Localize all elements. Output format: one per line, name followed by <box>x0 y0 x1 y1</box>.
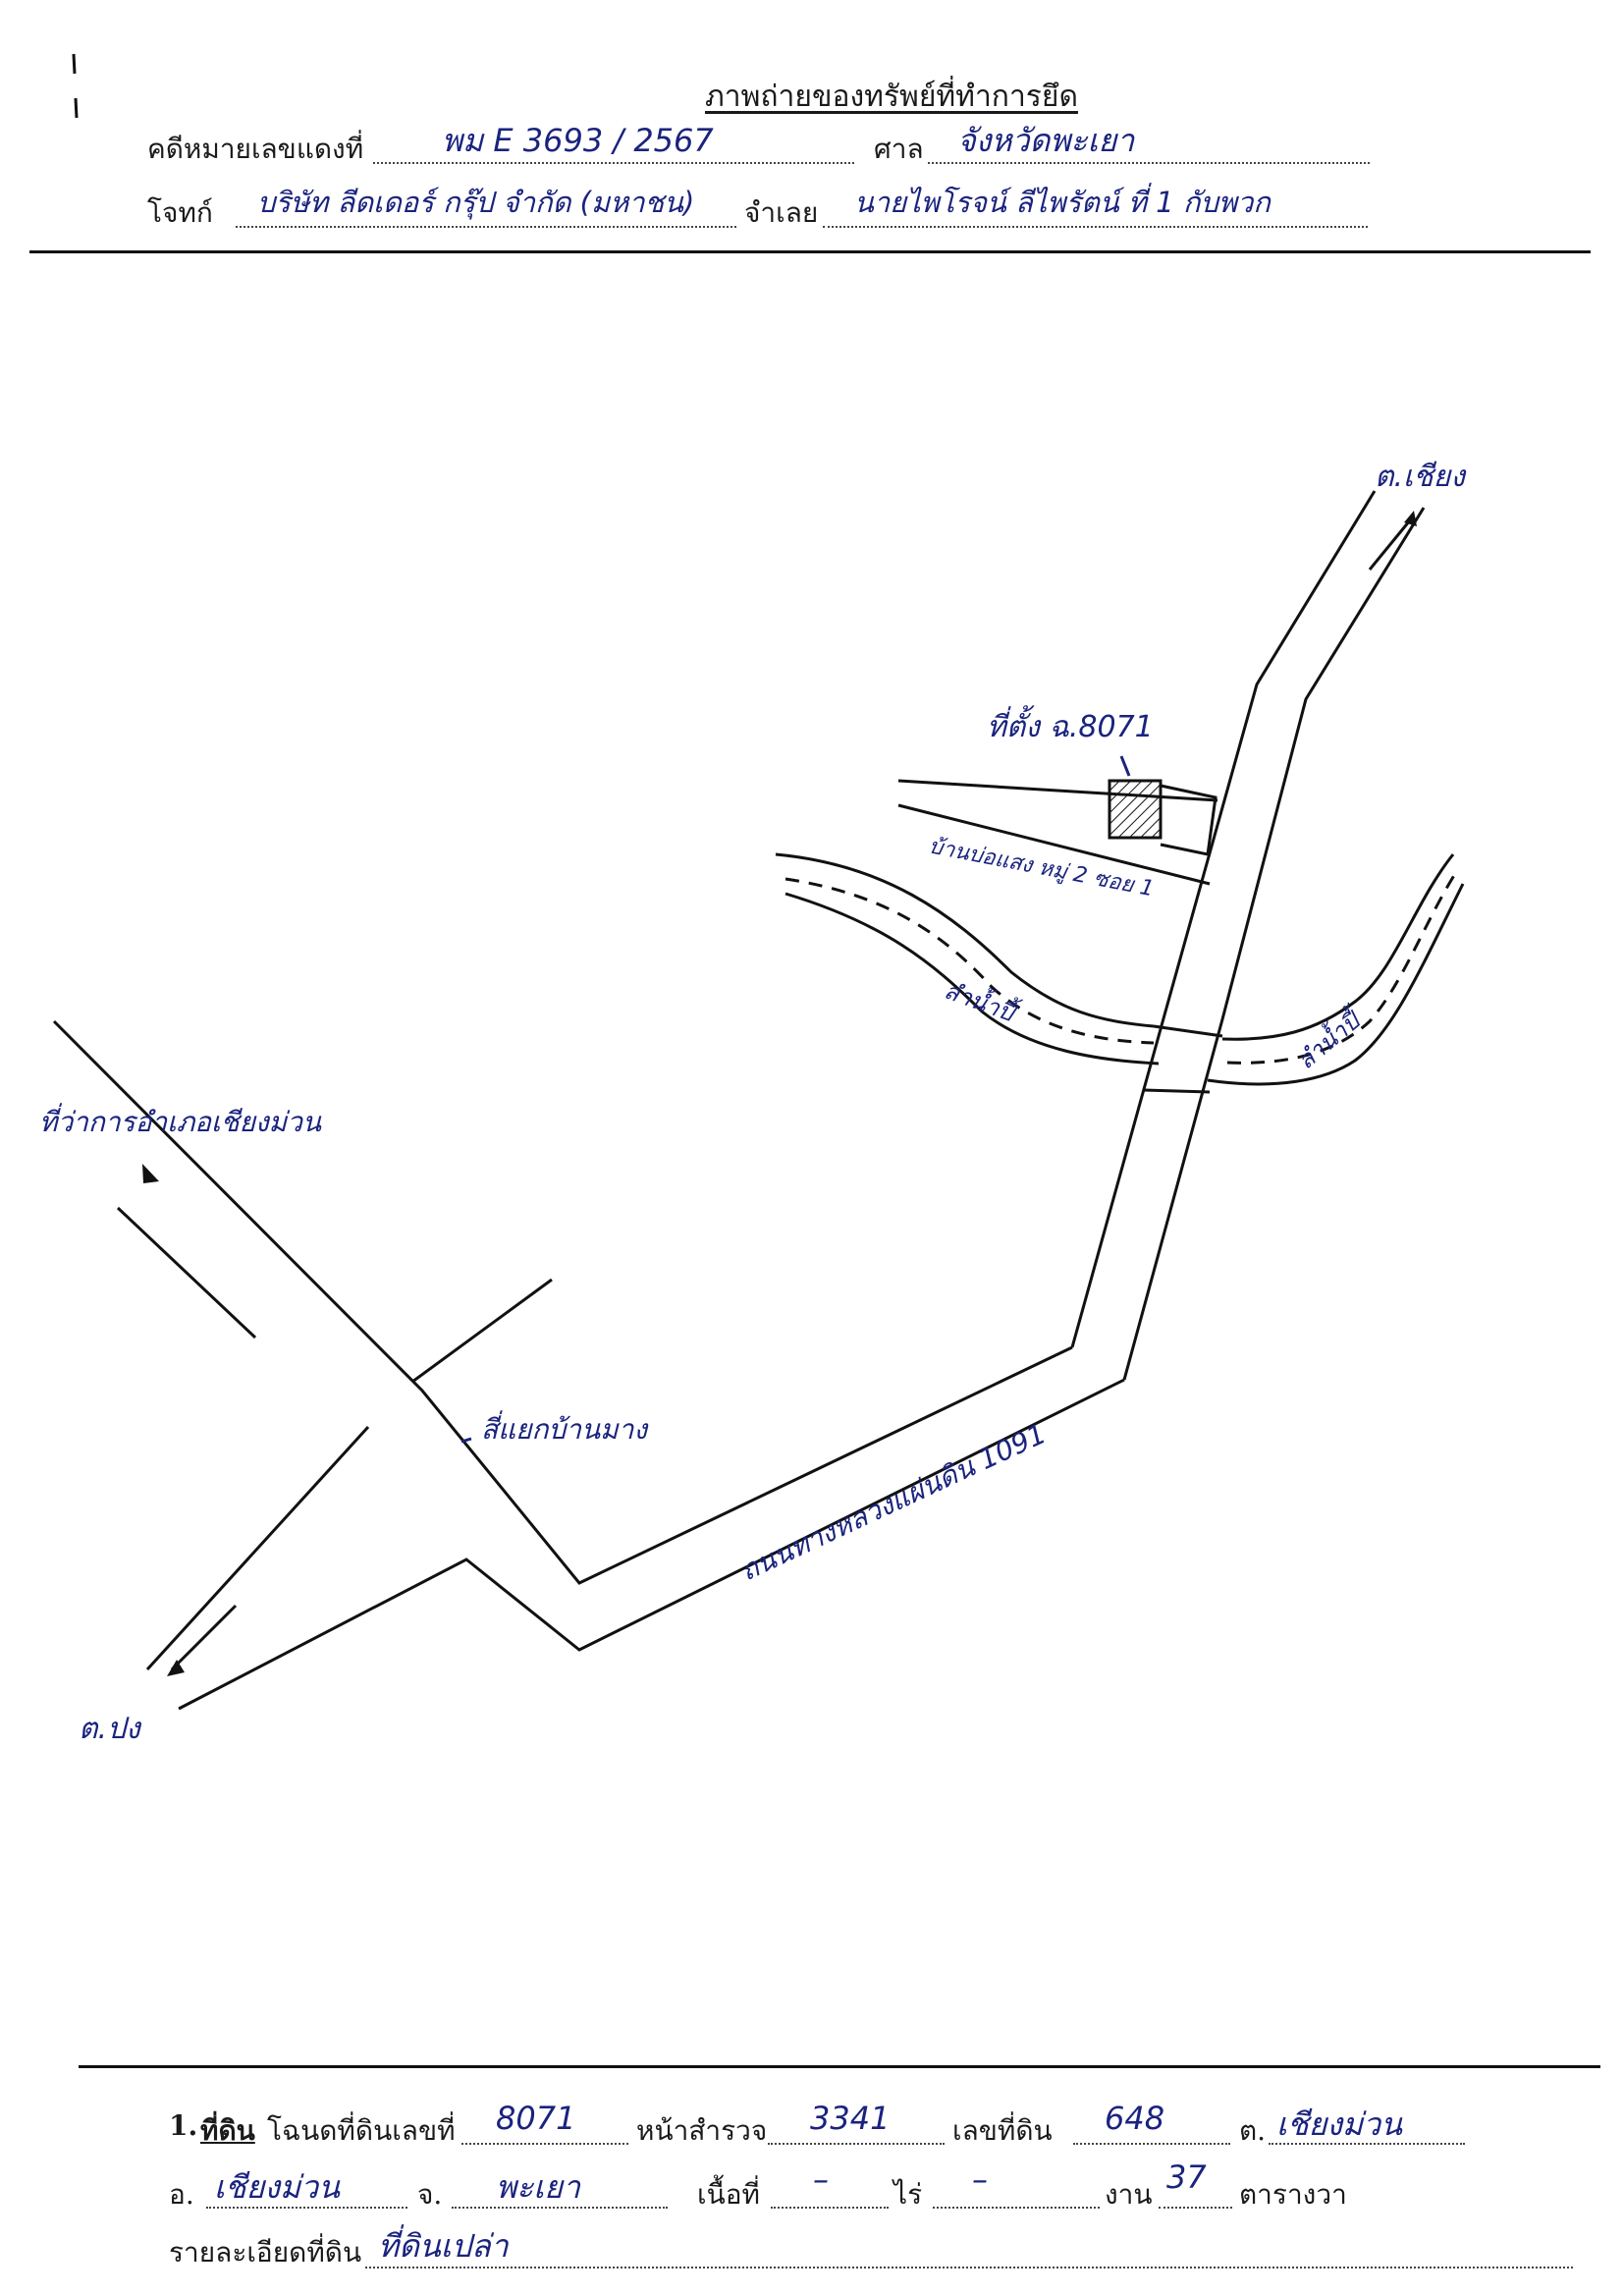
deed-dots <box>461 2143 628 2145</box>
highway-label: ถนนทางหลวงแผ่นดิน 1091 <box>735 1417 1051 1587</box>
survey-dots <box>768 2143 945 2145</box>
court-label: ศาล <box>874 133 924 165</box>
south-destination-label: ต.ปง <box>79 1712 142 1746</box>
plaintiff-dots <box>236 226 736 228</box>
defendant-label: จำเลย <box>744 196 819 229</box>
court-dots <box>928 162 1370 164</box>
rai-dots <box>771 2207 889 2209</box>
page-title: ภาพถ่ายของทรัพย์ที่ทำการยึด <box>705 80 1078 114</box>
case-no-label: คดีหมายเลขแดงที่ <box>147 133 364 165</box>
court-value: จังหวัดพะเยา <box>957 122 1135 159</box>
parcel-pointer <box>1119 755 1131 777</box>
detail-label: รายละเอียดที่ดิน <box>169 2236 362 2269</box>
north-arrow <box>1368 511 1417 571</box>
stream-lower-left <box>784 892 1160 1066</box>
ngan-dots <box>933 2207 1100 2209</box>
north-arrow-head <box>1404 511 1417 526</box>
amphoe-dots <box>206 2207 407 2209</box>
highway-upper-edge <box>52 1019 1073 1585</box>
province-label: จ. <box>417 2178 443 2211</box>
bridge-top <box>1153 1024 1223 1038</box>
district-arrow-head <box>142 1164 159 1183</box>
village-soi <box>897 779 1218 886</box>
rai-value: – <box>813 2160 829 2198</box>
defendant-dots <box>823 226 1368 228</box>
province-dots <box>452 2207 668 2209</box>
plaintiff-label: โจทก์ <box>147 196 213 229</box>
village-road-label: บ้านบ่อแสง หมู่ 2 ซอย 1 <box>927 834 1156 902</box>
stream-lower-right <box>1207 883 1465 1086</box>
district-office-label: ที่ว่าการอำเภอเชียงม่วน <box>39 1103 322 1138</box>
plaintiff-value: บริษัท ลีดเดอร์ กรุ๊ป จำกัด (มหาชน) <box>257 186 695 219</box>
highway-lower-edge <box>178 1378 1125 1711</box>
amphoe-value: เชียงม่วน <box>214 2168 340 2206</box>
ngan-value: – <box>972 2160 988 2198</box>
soi-upper-edge <box>897 779 1218 802</box>
wa-dots <box>1159 2207 1232 2209</box>
stream-upper-left <box>775 852 1155 1028</box>
margin-mark-2 <box>74 97 79 119</box>
stream-left-label: ลำน้ำปี้ <box>941 973 1024 1029</box>
amphoe-label: อ. <box>169 2178 194 2211</box>
south-arrow-shaft <box>170 1604 238 1671</box>
cross-road-upper-edge <box>411 1278 553 1384</box>
survey-label: หน้าสำรวจ <box>636 2114 768 2147</box>
bridge-bottom <box>1143 1088 1211 1094</box>
district-arrow-shaft <box>116 1206 257 1339</box>
tambon-value: เชียงม่วน <box>1276 2105 1402 2143</box>
land-heading-label: ที่ดิน <box>200 2114 255 2147</box>
stream-flow-right <box>1226 868 1460 1065</box>
header-divider <box>29 250 1591 253</box>
case-no-dots <box>373 162 854 164</box>
case-no-value: พม E 3693 / 2567 <box>442 122 714 159</box>
province-value: พะเยา <box>496 2168 580 2206</box>
stream-right-label: ลำน้ำปี้ <box>1289 1001 1369 1074</box>
north-arrow-shaft <box>1368 515 1416 571</box>
parcel-hatched <box>1108 779 1163 840</box>
tambon-dots <box>1269 2143 1465 2145</box>
area-label: เนื้อที่ <box>697 2178 760 2211</box>
detail-value: ที่ดินเปล่า <box>378 2227 509 2265</box>
parcel-label: ที่ตั้ง ฉ.8071 <box>987 705 1154 744</box>
tambon-label: ต. <box>1239 2114 1267 2147</box>
land-parcel <box>1108 779 1217 856</box>
parcel-outline <box>1160 784 1217 856</box>
footer-divider <box>79 2065 1600 2068</box>
parcel-no-value: 648 <box>1105 2100 1165 2137</box>
deed-label: โฉนดที่ดินเลขที่ <box>267 2114 456 2147</box>
junction-pointer <box>460 1437 472 1444</box>
cross-road-lower-edge <box>145 1425 370 1671</box>
main-road-left-edge <box>1070 490 1377 1348</box>
main-road-right-edge <box>1122 507 1426 1381</box>
soi-lower-edge <box>897 803 1211 886</box>
wa-value: 37 <box>1166 2159 1207 2196</box>
ngan-label: งาน <box>1105 2178 1153 2211</box>
north-destination-label: ต.เชียง <box>1375 460 1467 494</box>
highway-1091 <box>52 1019 1125 1711</box>
rai-label: ไร่ <box>893 2178 923 2211</box>
margin-mark-1 <box>72 53 77 75</box>
main-road <box>1070 490 1426 1381</box>
land-heading-number: 1. <box>169 2109 198 2142</box>
parcel-no-dots <box>1073 2143 1230 2145</box>
stream-flow-left <box>784 877 1155 1045</box>
stream-upper-right <box>1221 853 1455 1041</box>
deed-value: 8071 <box>496 2100 576 2137</box>
south-arrow-head <box>167 1660 185 1676</box>
detail-dots <box>365 2267 1573 2269</box>
stream <box>775 852 1465 1086</box>
junction-label: สี่แยกบ้านมาง <box>481 1410 649 1446</box>
parcel-no-label: เลขที่ดิน <box>952 2114 1053 2147</box>
defendant-value: นายไพโรจน์ ลีไพรัตน์ ที่ 1 กับพวก <box>854 186 1271 219</box>
wa-label: ตารางวา <box>1239 2178 1347 2211</box>
survey-value: 3341 <box>810 2100 891 2137</box>
